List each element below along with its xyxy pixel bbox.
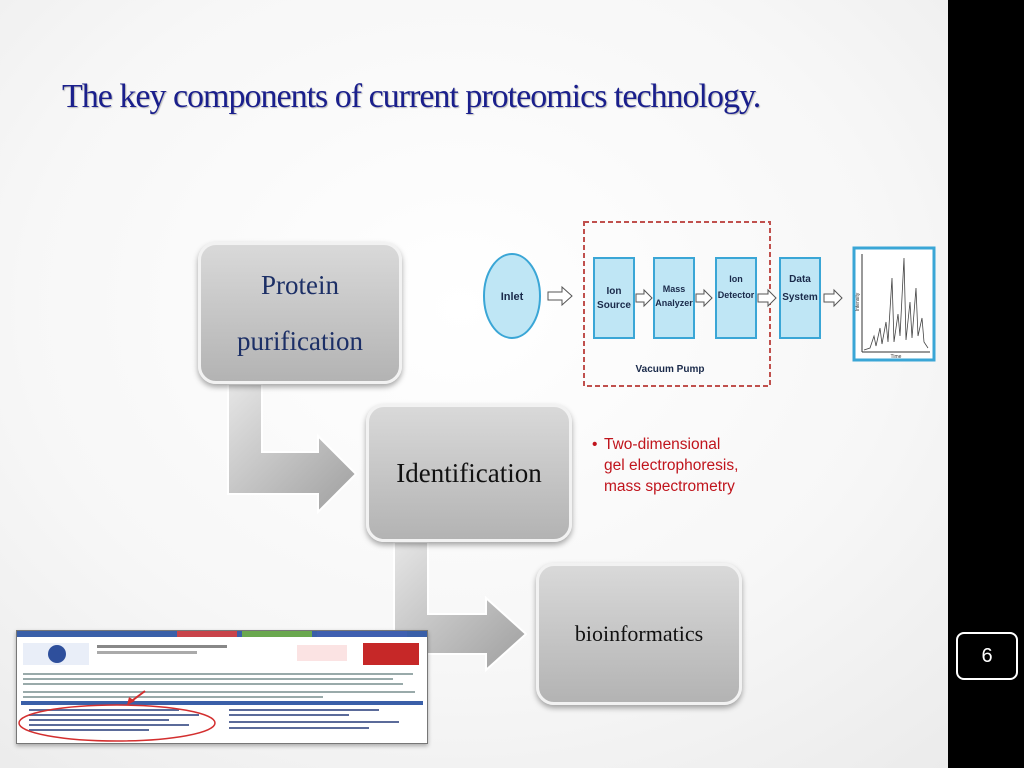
spectrum-y-label: Intensity (855, 292, 861, 311)
ion-detector-label-2: Detector (718, 290, 755, 300)
flow-step-protein-purification: Protein purification (198, 242, 402, 384)
arrow-analyzer (695, 288, 713, 308)
ion-detector-node (715, 257, 757, 339)
arrow-source (635, 288, 653, 308)
step1-label-line2: purification (237, 326, 363, 356)
arrow-inlet (547, 285, 573, 307)
step2-label: Identification (396, 457, 542, 488)
arrow-step1-to-step2 (227, 383, 358, 515)
spectrum-x-label: Time (891, 354, 902, 360)
spectrum-trace (863, 257, 929, 351)
bullet-line2: gel electrophoresis, (604, 457, 739, 474)
flow-step-bioinformatics: bioinformatics (536, 563, 742, 705)
mass-analyzer-label-1: Mass (663, 284, 686, 294)
database-screenshot-image (16, 630, 428, 744)
bullet-line3: mass spectrometry (604, 478, 735, 495)
identification-bullet: • Two-dimensional gel electrophoresis, m… (592, 434, 738, 497)
bullet-line1: Two-dimensional (604, 436, 721, 453)
flow-step-identification: Identification (366, 404, 572, 542)
ion-source-label-1: Ion (607, 286, 622, 297)
spectrum-frame (852, 246, 936, 362)
slide-title: The key components of current proteomics… (62, 78, 761, 115)
ion-source-node (593, 257, 635, 339)
mass-analyzer-label-2: Analyzer (655, 298, 693, 308)
step1-label-line1: Protein (261, 270, 339, 300)
database-screenshot-graphic (17, 631, 427, 742)
data-system-label-2: System (782, 292, 818, 303)
data-system-node (779, 257, 821, 339)
inlet-node (483, 253, 541, 339)
page-number-badge: 6 (956, 632, 1018, 680)
mass-spectrometry-diagram: Inlet Ion Source Mass Analyzer Ion Detec… (483, 221, 936, 387)
vacuum-pump-label: Vacuum Pump (636, 364, 705, 375)
inlet-label: Inlet (501, 291, 524, 303)
mass-analyzer-node (653, 257, 695, 339)
arrow-detector (757, 288, 777, 308)
step3-label: bioinformatics (574, 621, 704, 646)
ion-detector-label-1: Ion (729, 274, 743, 284)
data-system-label-1: Data (789, 274, 811, 285)
arrow-data (823, 288, 843, 308)
ion-source-label-2: Source (597, 300, 631, 311)
bullet-marker: • (592, 436, 598, 453)
